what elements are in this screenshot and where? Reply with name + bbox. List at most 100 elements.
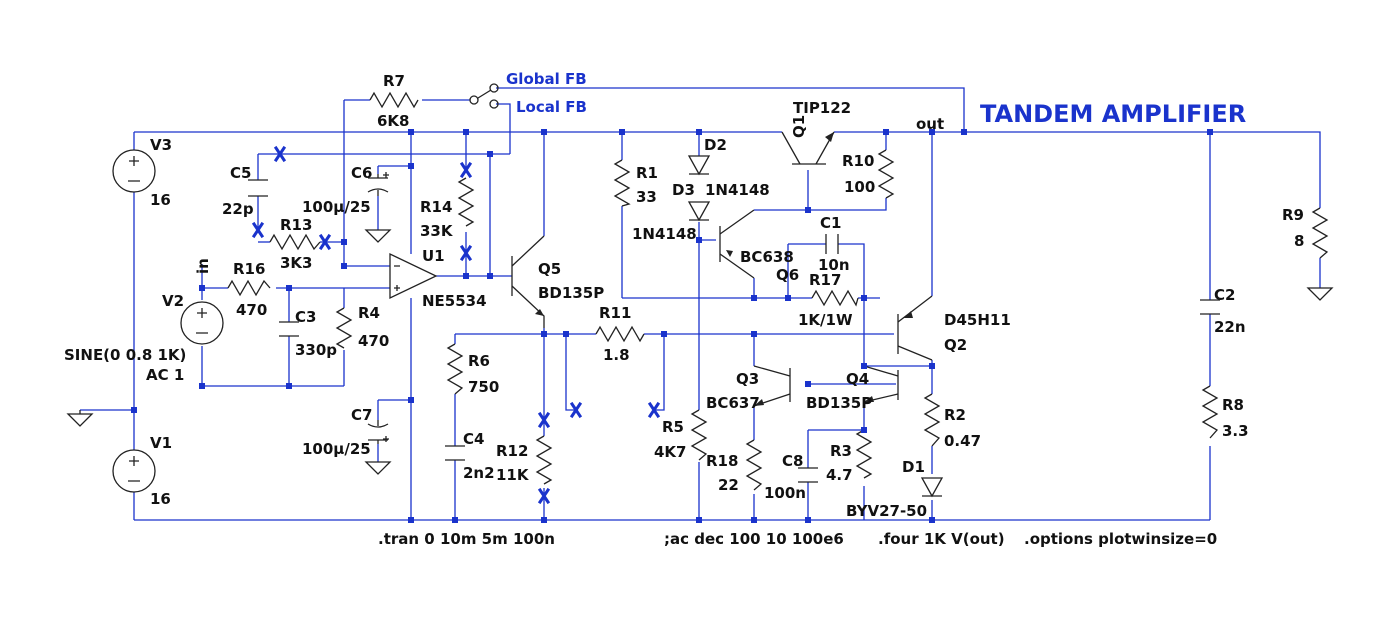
local-fb-label: Local FB (516, 98, 587, 116)
label-R13: R13 (280, 216, 312, 234)
capacitor-C2 (1200, 299, 1220, 315)
value-V1: 16 (150, 490, 171, 508)
label-D3: D3 (672, 181, 695, 199)
value-R3: 4.7 (826, 466, 853, 484)
label-R1: R1 (636, 164, 658, 182)
label-U1: U1 (422, 247, 445, 265)
value-C2: 22n (1214, 318, 1246, 336)
value-R6: 750 (468, 378, 499, 396)
value-U1: NE5534 (422, 292, 487, 310)
value-R14: 33K (420, 222, 454, 240)
label-R11: R11 (599, 304, 631, 322)
value-R12: 11K (496, 466, 530, 484)
directive-four: .four 1K V(out) (878, 530, 1005, 548)
resistor-R6 (446, 343, 464, 395)
value-R11: 1.8 (603, 346, 630, 364)
label-Q4: Q4 (846, 370, 869, 388)
capacitor-C6 (367, 172, 389, 196)
transistor-Q3 (753, 365, 791, 407)
wires (80, 87, 1321, 521)
value-C3: 330p (295, 341, 337, 359)
value-V3: 16 (150, 191, 171, 209)
resistor-R4 (335, 307, 353, 349)
value-Q3: BC637 (706, 394, 760, 412)
diode-D3 (687, 201, 711, 222)
resistor-R1 (613, 159, 631, 207)
value-C8: 100n (764, 484, 806, 502)
label-Q6: Q6 (776, 266, 799, 284)
resistor-R10 (877, 149, 895, 199)
label-R6: R6 (468, 352, 490, 370)
transistor-Q1 (781, 131, 835, 165)
resistor-R14 (457, 177, 475, 227)
ground-symbol-c6 (364, 229, 392, 243)
value-R17: 1K/1W (798, 311, 853, 329)
net-label-in: in (194, 258, 212, 274)
label-Q2: Q2 (944, 336, 967, 354)
resistor-R13 (269, 233, 321, 251)
value-D2: 1N4148 (705, 181, 770, 199)
value-R13: 3K3 (280, 254, 313, 272)
resistor-R3 (855, 429, 873, 479)
resistor-R2 (923, 393, 941, 447)
diode-D1 (920, 477, 944, 498)
ground-symbol-left (66, 410, 94, 427)
label-R8: R8 (1222, 396, 1244, 414)
resistor-R9 (1311, 207, 1329, 259)
value-R7: 6K8 (377, 112, 410, 130)
label-R7: R7 (383, 72, 405, 90)
label-C5: C5 (230, 164, 251, 182)
label-R16: R16 (233, 260, 265, 278)
label-Q1: Q1 (790, 115, 808, 138)
resistor-R11 (595, 325, 645, 343)
label-C4: C4 (463, 430, 484, 448)
resistor-R16 (227, 279, 271, 297)
label-D2: D2 (704, 136, 727, 154)
value-C1: 10n (818, 256, 850, 274)
label-V3: V3 (150, 136, 172, 154)
value-R1: 33 (636, 188, 657, 206)
label-C3: C3 (295, 308, 316, 326)
label-R5: R5 (662, 418, 684, 436)
value-Q4: BD135P (806, 394, 872, 412)
label-C1: C1 (820, 214, 841, 232)
transistor-Q2 (897, 295, 933, 361)
resistor-R17 (811, 289, 859, 307)
label-R3: R3 (830, 442, 852, 460)
value-C7: 100µ/25 (302, 440, 371, 458)
directive-options: .options plotwinsize=0 (1024, 530, 1217, 548)
value-C5: 22p (222, 200, 254, 218)
label-Q5: Q5 (538, 260, 561, 278)
transistor-Q6 (719, 209, 755, 279)
directive-tran: .tran 0 10m 5m 100n (378, 530, 555, 548)
capacitor-C7 (367, 420, 389, 444)
label-R12: R12 (496, 442, 528, 460)
value-R4: 470 (358, 332, 389, 350)
ground-symbol-c7 (364, 461, 392, 475)
value-R2: 0.47 (944, 432, 981, 450)
capacitor-C1 (825, 234, 839, 254)
label-R10: R10 (842, 152, 874, 170)
resistor-R12 (535, 435, 553, 485)
voltage-source-V2 (180, 301, 224, 345)
label-R2: R2 (944, 406, 966, 424)
value-Q5: BD135P (538, 284, 604, 302)
label-C8: C8 (782, 452, 803, 470)
schematic-title: TANDEM AMPLIFIER (980, 100, 1246, 128)
value-D1: BYV27-50 (846, 502, 927, 520)
voltage-source-V3 (112, 149, 156, 193)
value-Q1: TIP122 (793, 99, 851, 117)
value-R10: 100 (844, 178, 875, 196)
resistor-R5 (690, 409, 708, 461)
value-D3: 1N4148 (632, 225, 697, 243)
capacitor-C5 (248, 179, 268, 197)
value-R18: 22 (718, 476, 739, 494)
label-D1: D1 (902, 458, 925, 476)
capacitor-C8 (798, 467, 818, 483)
label-C2: C2 (1214, 286, 1235, 304)
capacitor-C4 (445, 445, 465, 461)
label-C6: C6 (351, 164, 372, 182)
value-C6: 100µ/25 (302, 198, 371, 216)
value-R16: 470 (236, 301, 267, 319)
value-R5: 4K7 (654, 443, 687, 461)
